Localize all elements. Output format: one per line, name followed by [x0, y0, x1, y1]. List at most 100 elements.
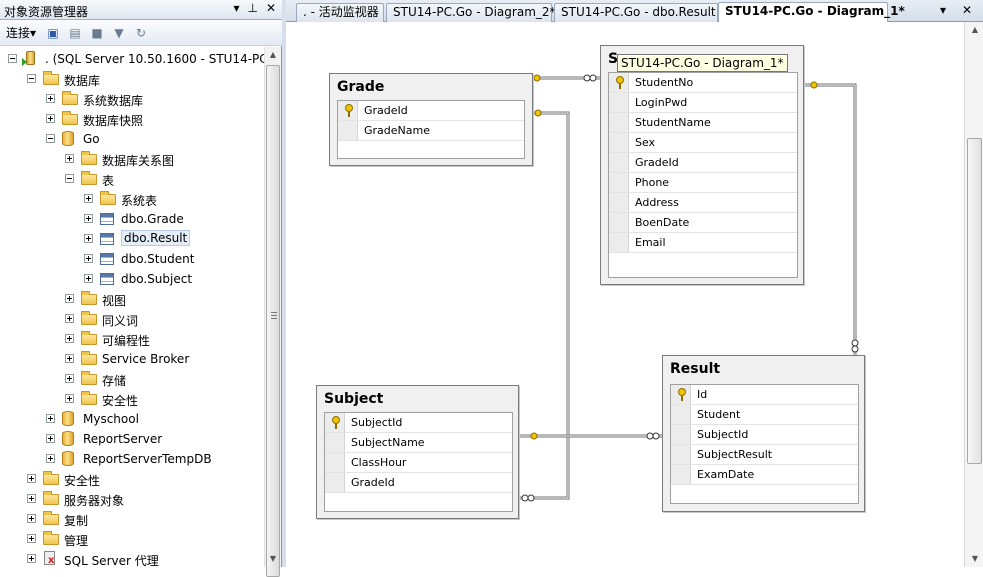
relationship-grade-subject[interactable] — [519, 109, 570, 502]
disconnect-icon[interactable]: ▤ — [69, 25, 81, 40]
object-explorer-scrollbar[interactable]: ▲ ▼ — [264, 47, 281, 577]
row-selector[interactable] — [671, 405, 691, 424]
refresh-icon[interactable]: ↻ — [136, 25, 147, 40]
tree-node-label[interactable]: dbo.Subject — [121, 272, 193, 286]
tree-node-label[interactable]: 系统表 — [121, 194, 158, 208]
tree-node[interactable]: Go — [0, 129, 264, 149]
expand-plus-icon[interactable] — [65, 394, 74, 403]
expand-plus-icon[interactable] — [27, 494, 36, 503]
connect-object-explorer-icon[interactable]: ▣ — [47, 25, 59, 40]
expand-plus-icon[interactable] — [27, 534, 36, 543]
expand-plus-icon[interactable] — [65, 294, 74, 303]
table-column-row[interactable]: SubjectId — [325, 413, 512, 433]
connect-button[interactable]: 连接▾ — [6, 26, 37, 40]
row-selector[interactable] — [325, 473, 345, 492]
table-column-row[interactable]: GradeId — [338, 101, 524, 121]
expand-plus-icon[interactable] — [84, 234, 93, 243]
tree-node[interactable]: 表 — [0, 169, 264, 189]
expand-plus-icon[interactable] — [65, 334, 74, 343]
tree-node[interactable]: 存储 — [0, 369, 264, 389]
tree-node[interactable]: 数据库关系图 — [0, 149, 264, 169]
tab-diagram-2[interactable]: STU14-PC.Go - Diagram_2* — [386, 3, 556, 22]
tree-node-label[interactable]: SQL Server 代理 — [64, 554, 159, 568]
expand-plus-icon[interactable] — [46, 414, 55, 423]
filter-icon[interactable]: ▼ — [114, 25, 124, 40]
scroll-up-icon[interactable]: ▲ — [269, 50, 277, 59]
tree-node[interactable]: 视图 — [0, 289, 264, 309]
row-selector[interactable] — [609, 213, 629, 232]
tree-node-label[interactable]: 数据库关系图 — [102, 154, 175, 168]
collapse-minus-icon[interactable] — [8, 54, 17, 63]
expand-plus-icon[interactable] — [46, 114, 55, 123]
expand-plus-icon[interactable] — [65, 354, 74, 363]
tree-node[interactable]: dbo.Student — [0, 249, 264, 269]
tree-node[interactable]: 数据库 — [0, 69, 264, 89]
table-column-row[interactable]: StudentName — [609, 113, 797, 133]
tree-node[interactable]: . (SQL Server 10.50.1600 - STU14-PC\ — [0, 49, 272, 69]
expand-plus-icon[interactable] — [46, 434, 55, 443]
diagram-vertical-scrollbar[interactable]: ▲ ▼ — [964, 22, 983, 567]
expand-plus-icon[interactable] — [65, 154, 74, 163]
tree-node[interactable]: 数据库快照 — [0, 109, 264, 129]
table-column-row[interactable]: Sex — [609, 133, 797, 153]
table-column-row[interactable]: ExamDate — [671, 465, 858, 485]
table-column-row[interactable]: SubjectId — [671, 425, 858, 445]
scroll-up-icon[interactable]: ▲ — [971, 25, 979, 34]
auto-hide-pin-icon[interactable]: ⊥ — [247, 1, 258, 15]
expand-plus-icon[interactable] — [84, 254, 93, 263]
table-column-row[interactable]: SubjectResult — [671, 445, 858, 465]
tree-node-label[interactable]: 可编程性 — [102, 334, 151, 348]
row-selector[interactable] — [671, 445, 691, 464]
tree-node[interactable]: dbo.Subject — [0, 269, 264, 289]
row-selector[interactable] — [609, 133, 629, 152]
close-icon[interactable]: ✕ — [265, 1, 276, 15]
tree-node[interactable]: 同义词 — [0, 309, 264, 329]
row-selector[interactable] — [609, 93, 629, 112]
table-column-row[interactable]: BoenDate — [609, 213, 797, 233]
row-selector[interactable] — [671, 465, 691, 484]
tab-dropdown-icon[interactable]: ▾ — [940, 3, 947, 17]
collapse-minus-icon[interactable] — [27, 74, 36, 83]
expand-plus-icon[interactable] — [84, 274, 93, 283]
expand-plus-icon[interactable] — [46, 454, 55, 463]
row-selector[interactable] — [325, 433, 345, 452]
table-column-row[interactable]: Address — [609, 193, 797, 213]
tree-node-label[interactable]: dbo.Result — [121, 230, 191, 246]
tree-node-label[interactable]: 系统数据库 — [83, 94, 144, 108]
scrollbar-thumb[interactable] — [266, 65, 280, 577]
table-column-row[interactable]: SubjectName — [325, 433, 512, 453]
tree-node-label[interactable]: ReportServerTempDB — [83, 452, 212, 466]
row-selector[interactable] — [609, 173, 629, 192]
tree-node[interactable]: Myschool — [0, 409, 264, 429]
tree-node-label[interactable]: dbo.Grade — [121, 212, 184, 226]
row-selector[interactable] — [338, 121, 358, 140]
collapse-minus-icon[interactable] — [46, 134, 55, 143]
expand-plus-icon[interactable] — [46, 94, 55, 103]
panel-splitter[interactable] — [282, 0, 286, 567]
expand-plus-icon[interactable] — [27, 474, 36, 483]
tree-node-label[interactable]: 安全性 — [102, 394, 139, 408]
expand-plus-icon[interactable] — [84, 214, 93, 223]
tree-node-label[interactable]: 视图 — [102, 294, 127, 308]
tree-node-label[interactable]: Myschool — [83, 412, 139, 426]
tree-node-label[interactable]: 服务器对象 — [64, 494, 125, 508]
tree-node[interactable]: 系统表 — [0, 189, 264, 209]
tree-node-label[interactable]: ReportServer — [83, 432, 163, 446]
scroll-down-icon[interactable]: ▼ — [269, 554, 277, 563]
stop-icon[interactable]: ■ — [91, 25, 103, 40]
tree-node-label[interactable]: dbo.Student — [121, 252, 195, 266]
row-selector[interactable] — [609, 193, 629, 212]
tree-node[interactable]: Service Broker — [0, 349, 264, 369]
tab-dbo-result[interactable]: STU14-PC.Go - dbo.Result — [554, 3, 718, 22]
relationship-student-result[interactable] — [804, 81, 859, 355]
tree-node[interactable]: ReportServer — [0, 429, 264, 449]
table-column-row[interactable]: GradeName — [338, 121, 524, 141]
table-column-row[interactable]: GradeId — [325, 473, 512, 493]
scroll-down-icon[interactable]: ▼ — [971, 554, 979, 563]
table-column-row[interactable]: Phone — [609, 173, 797, 193]
